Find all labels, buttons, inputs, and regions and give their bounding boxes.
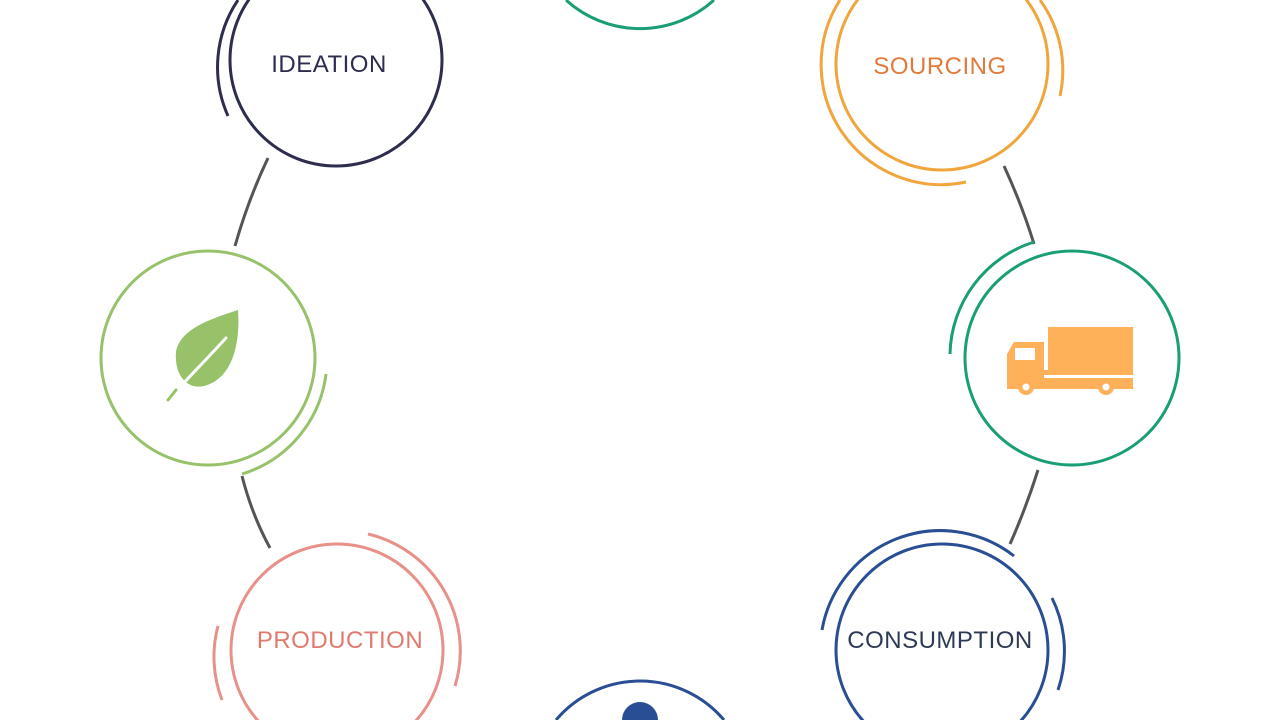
leaf-icon	[166, 310, 239, 402]
node-transport-circle	[963, 249, 1181, 467]
node-sustainability-circle	[99, 249, 317, 467]
node-sustainability-outer-arc	[241, 373, 328, 476]
node-bottom	[554, 679, 726, 720]
node-sourcing-label: SOURCING	[873, 53, 1006, 80]
node-consumption-outer-arc-right	[1050, 597, 1066, 691]
connector-leaf-production	[240, 475, 272, 549]
node-production-outer-arc	[367, 532, 462, 687]
node-consumption-outer-arc	[820, 529, 1015, 631]
node-consumption: CONSUMPTION	[820, 529, 1066, 720]
node-production: PRODUCTION	[212, 532, 462, 720]
node-ideation-circle	[228, 0, 444, 168]
node-production-outer-arc-left	[212, 625, 224, 701]
node-ideation-outer-arc	[216, 0, 240, 117]
connector-ideation-leaf	[233, 157, 270, 247]
node-consumption-label: CONSUMPTION	[847, 627, 1033, 654]
node-production-circle	[229, 542, 445, 720]
node-sourcing: SOURCING	[819, 0, 1065, 187]
connector-truck-consumption	[1008, 469, 1040, 545]
node-ideation: IDEATION	[216, 0, 444, 168]
node-top-ring	[564, 0, 716, 31]
node-sourcing-circle	[834, 0, 1050, 172]
connector-sourcing-truck	[1002, 165, 1036, 245]
node-top	[564, 0, 716, 31]
node-sustainability	[99, 249, 328, 476]
node-consumption-circle	[834, 542, 1050, 720]
node-sourcing-outer-arc-right	[1038, 0, 1065, 97]
node-sourcing-outer-arc	[819, 0, 967, 187]
node-bottom-icon-hint	[622, 702, 658, 720]
node-ideation-label: IDEATION	[271, 51, 387, 78]
delivery-truck-icon	[1007, 327, 1133, 395]
node-production-label: PRODUCTION	[257, 627, 423, 654]
node-transport	[948, 240, 1181, 467]
node-bottom-ring	[554, 679, 726, 720]
node-transport-outer-arc	[948, 240, 1035, 355]
